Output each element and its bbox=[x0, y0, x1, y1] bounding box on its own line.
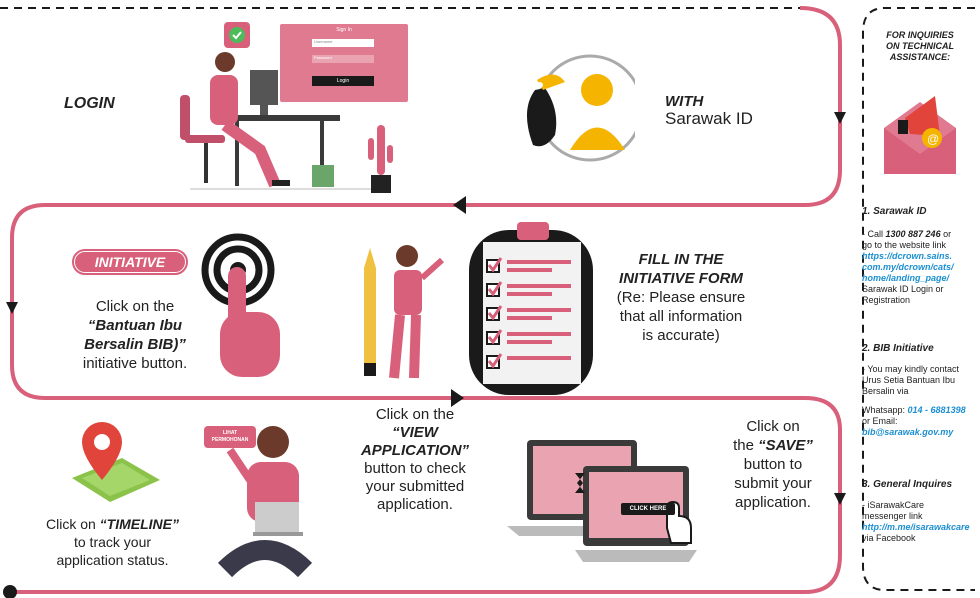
sidebar-section-general: 3. General Inquires - iSarawakCare messe… bbox=[862, 479, 978, 544]
person-with-laptop-icon bbox=[217, 426, 313, 578]
sidebar-section-sarawak-id: 1. Sarawak ID - Call 1300 887 246 or go … bbox=[862, 206, 978, 306]
sidebar-section-bib: 2. BIB Initiative - You may kindly conta… bbox=[862, 343, 978, 438]
initiative-badge: INITIATIVE bbox=[72, 249, 188, 275]
whatsapp-number[interactable]: 014 - 6881398 bbox=[907, 405, 966, 415]
view-application-instructions: Click on the “VIEW APPLICATION” button t… bbox=[360, 406, 470, 513]
checklist-clipboard-icon bbox=[469, 222, 593, 395]
fill-form-instructions: FILL IN THE INITIATIVE FORM (Re: Please … bbox=[616, 251, 746, 344]
login-card: Sign In Username Password Login bbox=[280, 24, 408, 102]
end-dot bbox=[3, 585, 17, 598]
sarawak-id-icon bbox=[515, 50, 635, 170]
laptop-screens-illustration bbox=[507, 440, 697, 562]
login-button[interactable]: Login bbox=[312, 76, 374, 86]
sidebar-title: FOR INQUIRIES ON TECHNICAL ASSISTANCE: bbox=[886, 30, 954, 62]
arrow-left-icon bbox=[453, 196, 466, 214]
login-illustration bbox=[180, 20, 420, 195]
arrow-right-icon bbox=[451, 389, 464, 407]
password-field[interactable]: Password bbox=[312, 55, 374, 63]
sarawak-id-label: Sarawak ID bbox=[665, 109, 753, 128]
flow-path bbox=[0, 6, 846, 598]
person-with-pencil-icon bbox=[364, 245, 445, 379]
arrow-down-icon bbox=[6, 302, 18, 314]
map-pin-icon bbox=[72, 422, 160, 502]
timeline-instructions: Click on “TIMELINE” to track your applic… bbox=[45, 516, 180, 568]
click-here-button[interactable]: CLICK HERE bbox=[621, 503, 675, 515]
sarawak-id-link[interactable]: https://dcrown.sains. com.my/dcrown/cats… bbox=[862, 251, 954, 283]
isarawakcare-link[interactable]: http://m.me/isarawakcare bbox=[862, 522, 970, 532]
login-label: LOGIN bbox=[64, 95, 115, 112]
login-card-title: Sign In bbox=[336, 27, 352, 33]
svg-text:@: @ bbox=[927, 132, 939, 146]
arrow-down-icon bbox=[834, 493, 846, 505]
hourglass-icon bbox=[575, 473, 585, 493]
megaphone-mail-icon: @ bbox=[884, 96, 956, 174]
with-label: WITH bbox=[665, 93, 704, 110]
email-link[interactable]: bib@sarawak.gov.my bbox=[862, 427, 954, 437]
lihat-permohonan-tag: LIHAT PERMOHONAN bbox=[204, 426, 256, 448]
cactus-plant-icon bbox=[368, 125, 393, 193]
arrow-down-icon bbox=[834, 112, 846, 124]
sidebar-border bbox=[862, 7, 975, 591]
username-field[interactable]: Username bbox=[312, 39, 374, 47]
touch-hand-icon bbox=[201, 233, 280, 377]
initiative-instructions: Click on the “Bantuan Ibu Bersalin BIB)”… bbox=[82, 298, 188, 372]
save-instructions: Click on the “SAVE” button to submit you… bbox=[733, 418, 813, 511]
